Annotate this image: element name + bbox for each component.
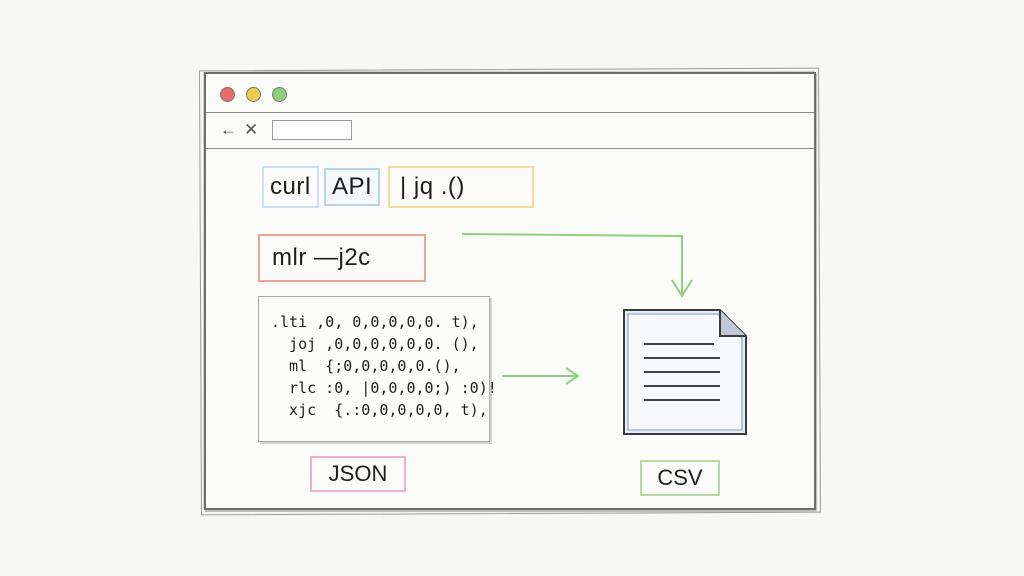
json-line: xjc {.:0,0,0,0,0, t), [271, 401, 488, 419]
json-line: rlc :0, |0,0,0,0;) :0)! [271, 379, 497, 397]
csv-file-icon [623, 309, 747, 435]
arrow-json-to-csv-head [565, 367, 580, 385]
arrow-mlr-to-csv [461, 233, 683, 294]
browser-window: ← ✕ curl API | jq .() mlr —j2c .lti ,0, … [204, 72, 816, 510]
close-window-button[interactable] [220, 87, 235, 102]
mlr-command: mlr —j2c [258, 234, 426, 282]
arrow-mlr-to-csv-head [671, 279, 693, 298]
json-line: joj ,0,0,0,0,0,0. (), [271, 335, 479, 353]
json-label: JSON [310, 456, 406, 492]
maximize-window-button[interactable] [272, 87, 287, 102]
minimize-window-button[interactable] [246, 87, 261, 102]
back-arrow-icon[interactable]: ← [220, 120, 237, 139]
json-line: .lti ,0, 0,0,0,0,0. t), [271, 313, 479, 331]
jq-command: | jq .() [388, 166, 534, 208]
api-command: API [324, 168, 381, 206]
csv-label: CSV [640, 460, 720, 496]
json-line: ml {;0,0,0,0,0.(), [271, 357, 461, 375]
curl-command: curl [262, 166, 319, 208]
json-data-panel: .lti ,0, 0,0,0,0,0. t), joj ,0,0,0,0,0,0… [258, 296, 497, 442]
browser-toolbar: ← ✕ [206, 112, 814, 149]
title-bar [206, 74, 814, 113]
close-icon[interactable]: ✕ [244, 120, 259, 139]
address-bar[interactable] [272, 120, 352, 140]
